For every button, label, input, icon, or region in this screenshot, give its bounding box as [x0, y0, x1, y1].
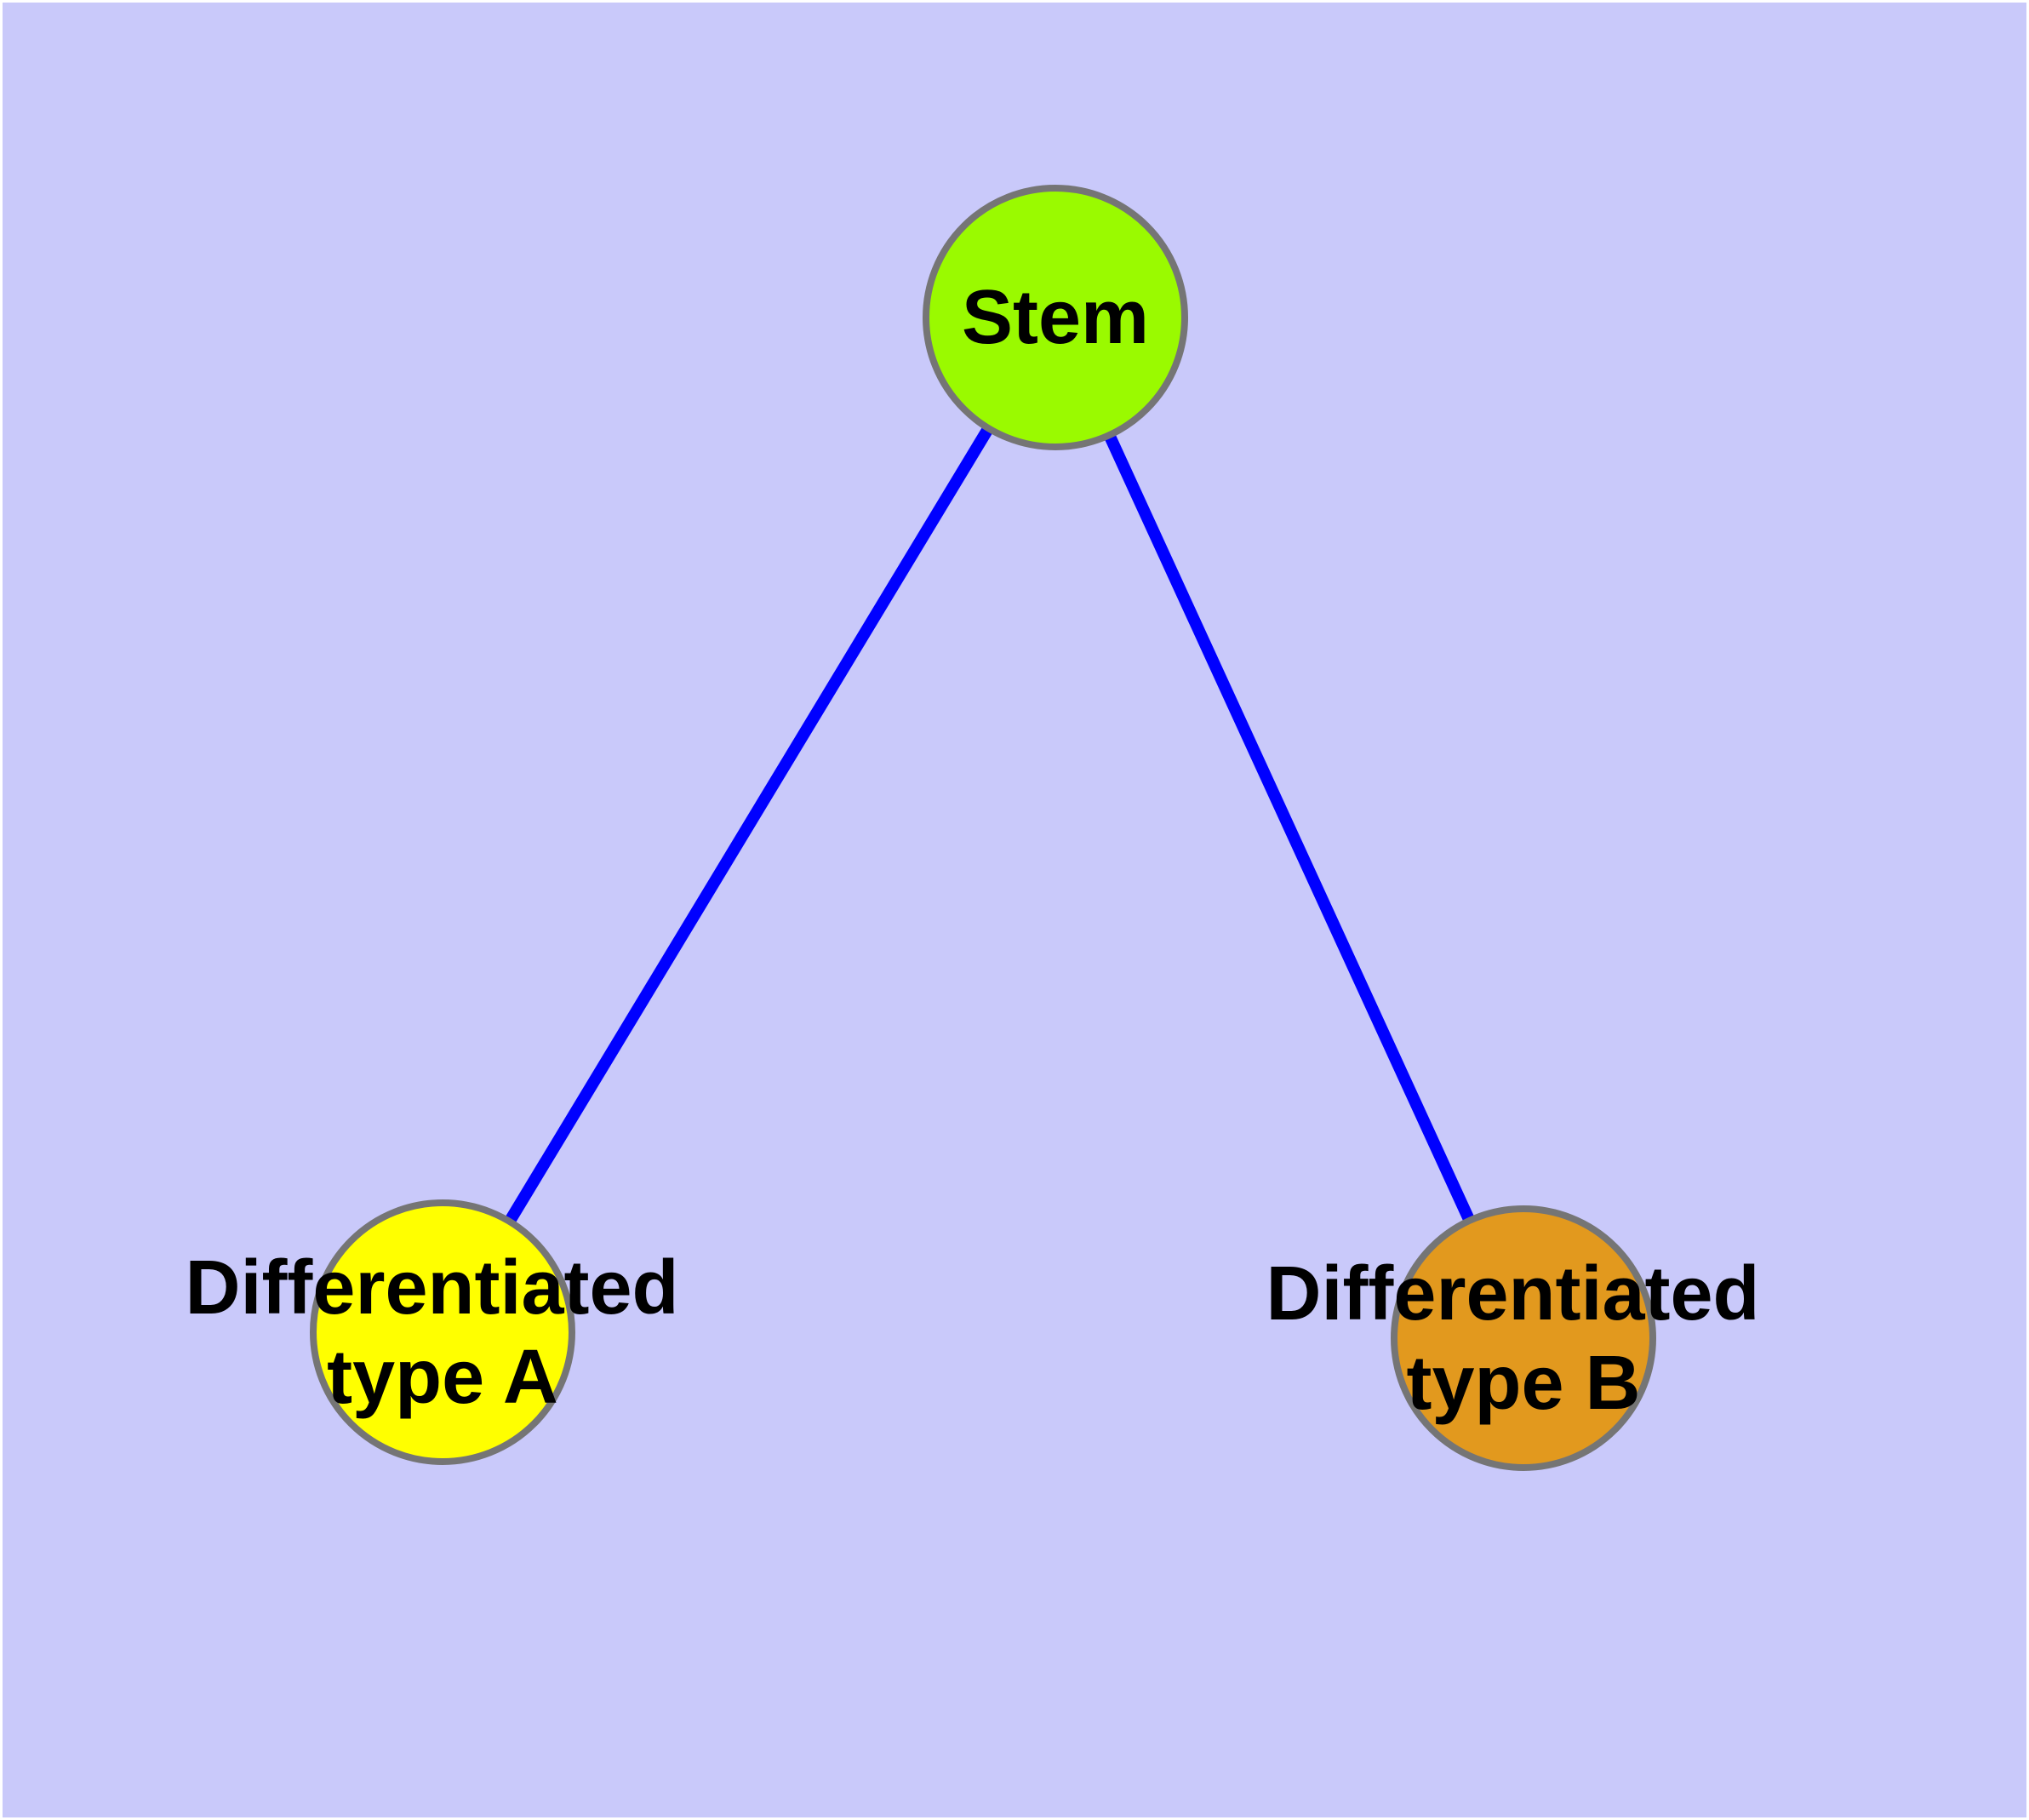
edge-stem-to-type-a [437, 314, 1060, 1336]
node-stem-circle [923, 185, 1188, 450]
node-type-a-label-line2: type A [327, 1335, 558, 1420]
node-type-a-circle [310, 1199, 575, 1465]
edge-stem-to-type-b [1049, 315, 1529, 1341]
node-type-a-label-line1: Differentiated [185, 1245, 678, 1331]
node-type-b-circle [1391, 1205, 1656, 1471]
node-type-a-label: Differentiated type A [185, 1245, 700, 1420]
node-type-b-label-line1: Differentiated [1266, 1251, 1759, 1336]
node-type-b-label-line2: type B [1406, 1341, 1640, 1426]
node-stem-label: Stem [962, 275, 1149, 360]
node-type-b-label: Differentiated type B [1266, 1251, 1780, 1426]
